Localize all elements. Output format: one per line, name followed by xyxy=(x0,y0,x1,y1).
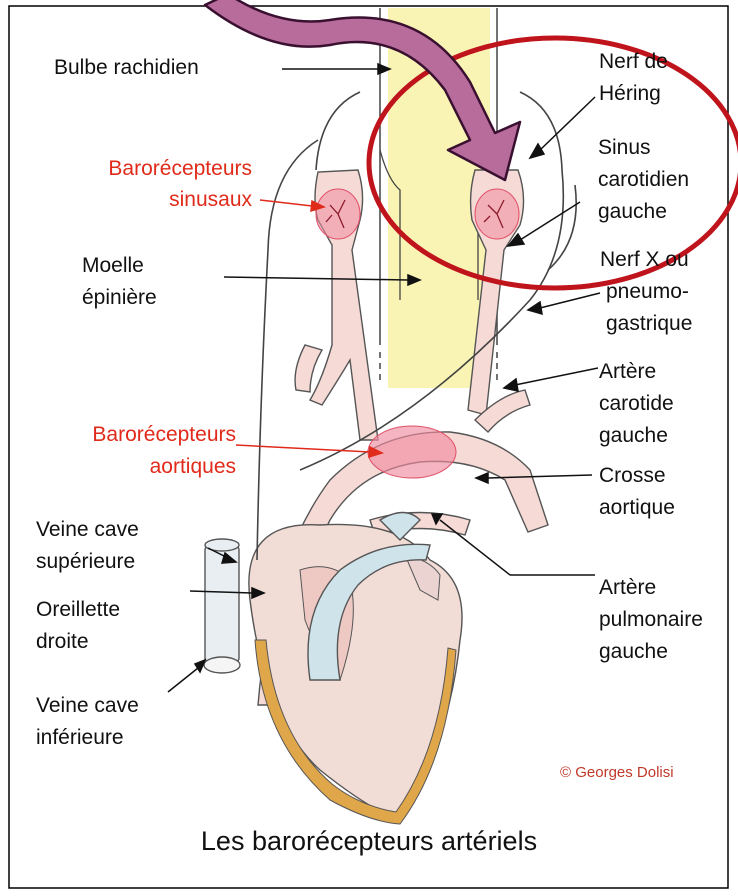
label-pulm-1: Artère xyxy=(599,572,656,603)
label-sinus-1: Sinus xyxy=(598,132,651,163)
label-vcs-1: Veine cave xyxy=(36,514,139,545)
label-baro-aort-2: aortiques xyxy=(30,451,236,482)
label-sinus-2: carotidien xyxy=(598,164,689,195)
label-baro-sinus-1: Barorécepteurs xyxy=(40,153,252,184)
figure-caption: Les barorécepteurs artériels xyxy=(0,826,738,857)
label-vcs-2: supérieure xyxy=(36,546,135,577)
baroreceptor-sinus-left xyxy=(316,189,360,239)
label-moelle-2: épinière xyxy=(82,282,157,313)
label-carotide-2: carotide xyxy=(599,388,674,419)
label-carotide-1: Artère xyxy=(599,356,656,387)
label-od-1: Oreillette xyxy=(36,594,120,625)
label-nerfx-1: Nerf X ou xyxy=(600,244,689,275)
label-baro-aort-1: Barorécepteurs xyxy=(30,419,236,450)
label-pulm-2: pulmonaire xyxy=(599,604,703,635)
baroreceptor-sinus-right xyxy=(475,189,519,239)
label-od-2: droite xyxy=(36,626,89,657)
label-bulbe: Bulbe rachidien xyxy=(54,52,199,83)
credit: © Georges Dolisi xyxy=(560,764,674,781)
label-hering-1: Nerf de xyxy=(599,46,668,77)
label-vci-1: Veine cave xyxy=(36,690,139,721)
label-carotide-3: gauche xyxy=(599,420,668,451)
label-crosse-2: aortique xyxy=(599,492,675,523)
label-hering-2: Héring xyxy=(599,78,661,109)
label-moelle-1: Moelle xyxy=(82,250,144,281)
label-crosse-1: Crosse xyxy=(599,460,666,491)
label-vci-2: inférieure xyxy=(36,722,124,753)
label-pulm-3: gauche xyxy=(599,636,668,667)
label-sinus-3: gauche xyxy=(598,196,667,227)
vena-cava xyxy=(204,539,240,673)
label-nerfx-2: pneumo- xyxy=(606,276,689,307)
label-baro-sinus-2: sinusaux xyxy=(40,184,252,215)
label-nerfx-3: gastrique xyxy=(606,308,692,339)
